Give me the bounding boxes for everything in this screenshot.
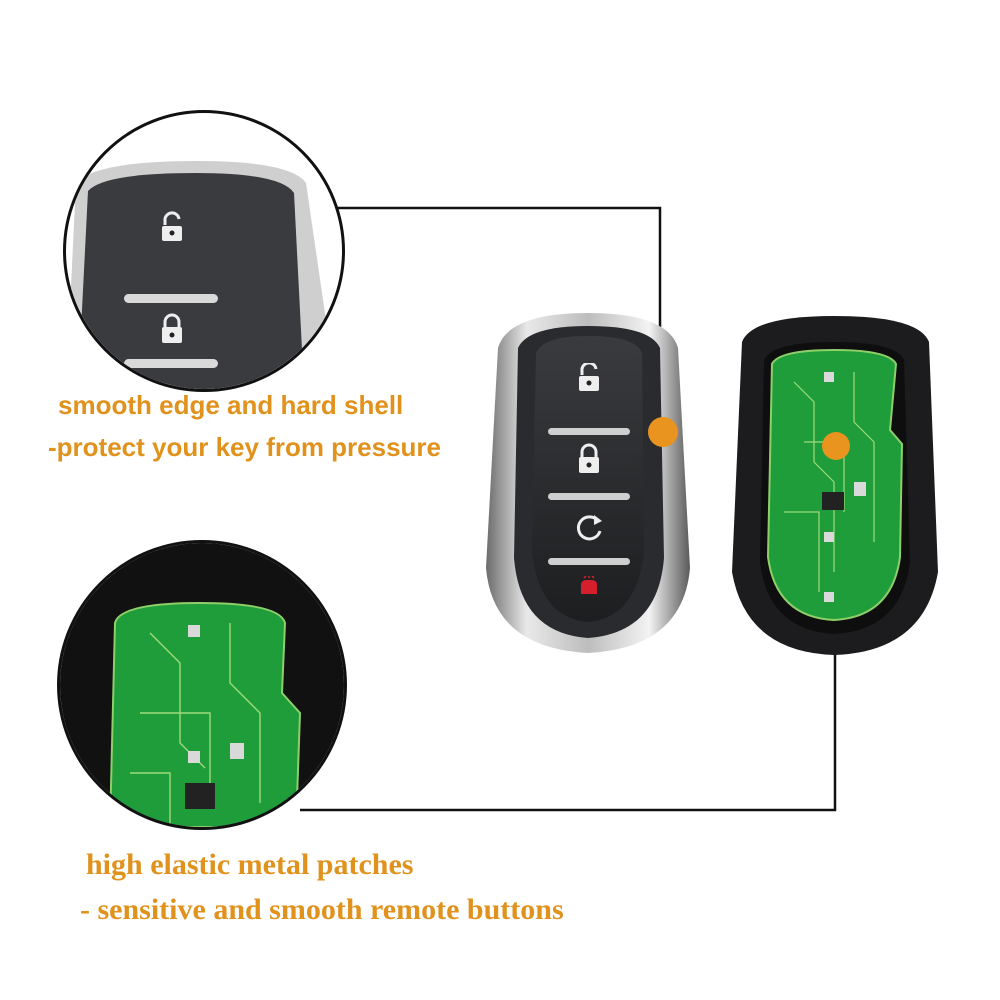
remote-start-icon	[576, 513, 604, 543]
panic-icon	[578, 575, 600, 596]
top-zoom-circle	[63, 110, 345, 392]
top-marker-dot	[648, 417, 678, 447]
key-fob-open-pcb	[724, 312, 946, 657]
callout-bottom-line2: - sensitive and smooth remote buttons	[80, 893, 564, 926]
callout-top-line1: smooth edge and hard shell	[58, 390, 404, 420]
lock-icon	[577, 443, 601, 475]
bottom-zoom-circle	[57, 540, 347, 830]
callout-bottom-line1: high elastic metal patches	[86, 848, 414, 881]
unlock-icon	[577, 361, 601, 393]
callout-top-line2: -protect your key from pressure	[48, 432, 442, 462]
key-fob-front	[478, 308, 696, 658]
bottom-marker-dot	[822, 432, 850, 460]
